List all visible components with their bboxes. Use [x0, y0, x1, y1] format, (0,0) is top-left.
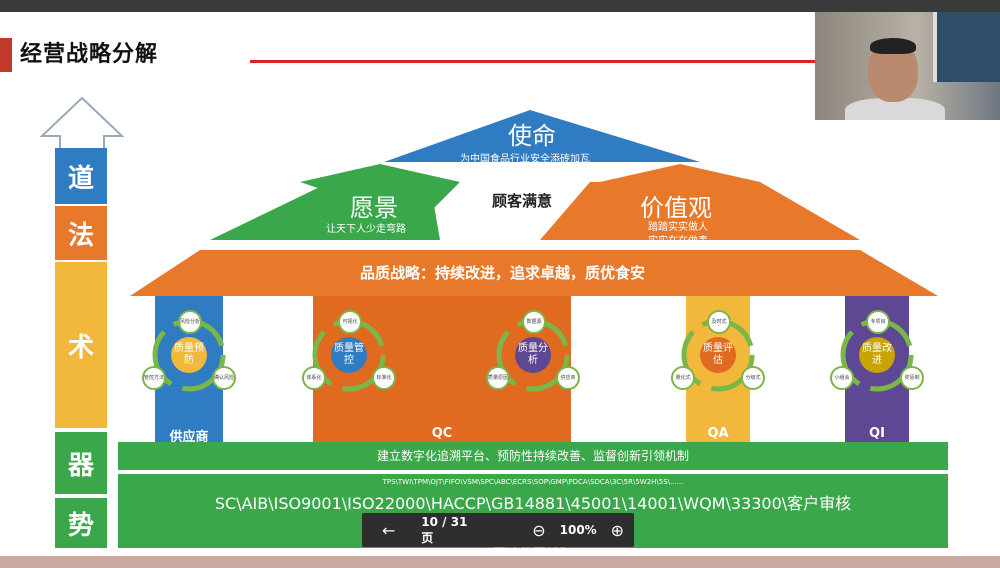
- cycle-node: 可视化: [338, 310, 362, 334]
- cycle-improvement: 质量改进 专项目 小组会 奖惩制: [830, 310, 924, 398]
- cycle-node: 确认风险: [212, 366, 236, 390]
- cycle-node: 小组会: [830, 366, 854, 390]
- side-label-fa: 法: [55, 206, 107, 260]
- vision-subtitle: 让天下人少走弯路: [326, 224, 406, 235]
- side-label-shu-text: 术: [67, 332, 94, 363]
- cycle-node: 质量原因: [486, 366, 510, 390]
- values-subtitle-1: 踏踏实实做人: [648, 222, 708, 233]
- vision-title: 愿景: [350, 194, 398, 222]
- viewer-controls: ← 10 / 31 页 ⊖ 100% ⊕: [362, 513, 634, 547]
- cycle-center-control: 质量管控: [331, 337, 367, 373]
- pillar-label-qa: QA: [707, 426, 729, 441]
- cycle-node: 管控方法: [142, 366, 166, 390]
- mission-triangle: [384, 110, 700, 162]
- pillar-label-qi: QI: [869, 426, 885, 441]
- side-label-fa-text: 法: [67, 220, 94, 251]
- bottom-frame-bar: [0, 556, 1000, 568]
- cycle-center-prevention: 质量预防: [171, 337, 207, 373]
- cycle-control: 质量管控 可视化 体系化 标准化: [302, 310, 396, 398]
- values-arrow: [600, 164, 760, 222]
- cycle-node: 奖惩制: [900, 366, 924, 390]
- customer-satisfaction-label: 顾客满意: [492, 192, 553, 210]
- cycle-analysis: 质量分析 数据源 质量原因 供应商: [486, 310, 580, 398]
- cycle-node: 量化式: [671, 366, 695, 390]
- cycle-node: 分级式: [741, 366, 765, 390]
- pillar-label-supplier: 供应商: [169, 430, 209, 445]
- webcam-window: [933, 12, 1000, 82]
- side-label-qi: 器: [55, 432, 107, 494]
- cycle-node: 体系化: [302, 366, 326, 390]
- page-indicator: 10 / 31 页: [421, 514, 468, 545]
- side-label-dao-text: 道: [67, 163, 94, 194]
- platform-band: 建立数字化追溯平台、预防性持续改善、监督创新引领机制: [118, 442, 948, 470]
- mission-title: 使命: [508, 122, 556, 150]
- cycle-center-evaluation: 质量评估: [700, 337, 736, 373]
- cycle-evaluation: 质量评估 及时式 量化式 分级式: [671, 310, 765, 398]
- tools-line: TPS\TWI\TPM\OJT\FIFO\VSM\SPC\ABC\ECRS\SO…: [382, 478, 684, 486]
- roof-graphic: [130, 110, 938, 296]
- zoom-level: 100%: [559, 523, 597, 537]
- cycle-node: 专项目: [866, 310, 890, 334]
- side-label-shu: 术: [55, 262, 107, 428]
- strategy-band-shape: [130, 250, 938, 296]
- cycle-node: 标准化: [372, 366, 396, 390]
- mission-subtitle: 为中国食品行业安全添砖加瓦: [460, 154, 590, 165]
- cycle-node: 供应商: [556, 366, 580, 390]
- platform-band-text: 建立数字化追溯平台、预防性持续改善、监督创新引领机制: [376, 449, 689, 463]
- zoom-out-icon[interactable]: ⊖: [532, 520, 546, 540]
- cycle-center-improvement: 质量改进: [859, 337, 895, 373]
- standards-band: TPS\TWI\TPM\OJT\FIFO\VSM\SPC\ABC\ECRS\SO…: [118, 474, 948, 548]
- cycle-node: 风险分析: [178, 310, 202, 334]
- cycle-prevention: 质量预防 风险分析 管控方法 确认风险: [142, 310, 236, 398]
- presenter-hair: [870, 38, 916, 54]
- quality-strategy-band: 品质战略：持续改进，追求卓越，质优食安: [360, 264, 646, 282]
- cycle-node: 数据源: [522, 310, 546, 334]
- top-frame-bar: [0, 0, 1000, 12]
- side-label-dao: 道: [55, 148, 107, 204]
- side-label-shi: 势: [55, 498, 107, 548]
- side-label-qi-text: 器: [67, 450, 94, 481]
- cycle-center-analysis: 质量分析: [515, 337, 551, 373]
- title-accent-bar: [0, 38, 12, 72]
- zoom-in-icon[interactable]: ⊕: [610, 520, 625, 540]
- presenter-body: [845, 98, 945, 120]
- values-subtitle-2: 实实在在做事: [648, 236, 708, 247]
- presenter-webcam: [815, 12, 1000, 120]
- side-label-shi-text: 势: [67, 510, 94, 541]
- standards-line: SC\AIB\ISO9001\ISO22000\HACCP\GB14881\45…: [214, 494, 852, 513]
- slide-title: 经营战略分解: [20, 42, 159, 67]
- vision-arrow: [300, 164, 460, 222]
- prev-page-icon[interactable]: ←: [381, 520, 396, 540]
- pillar-label-qc: QC: [431, 426, 453, 441]
- title-divider-line: [250, 60, 820, 63]
- cycle-node: 及时式: [707, 310, 731, 334]
- values-title: 价值观: [640, 194, 712, 222]
